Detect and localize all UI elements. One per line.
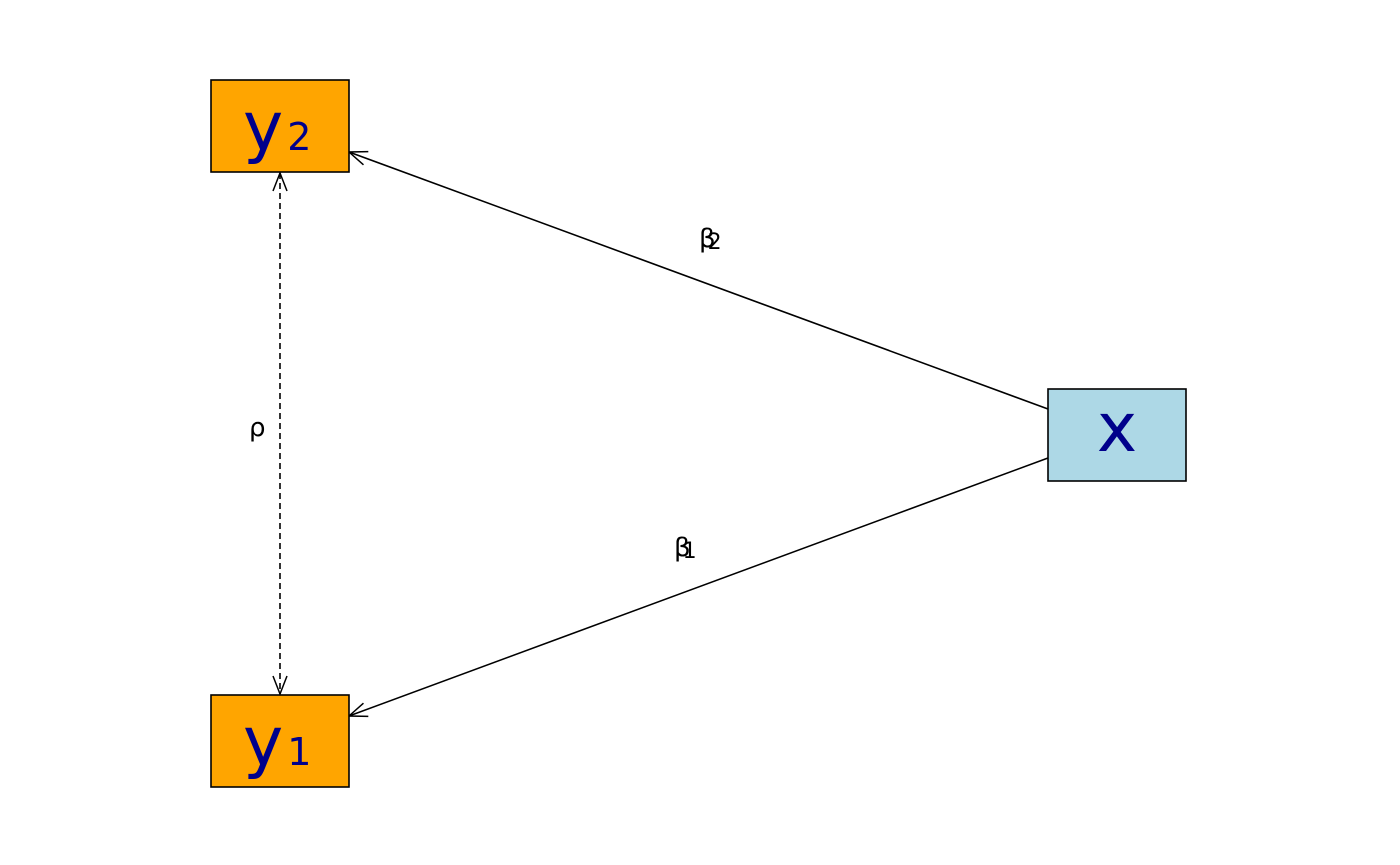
svg-text:y2: y2 <box>243 88 311 167</box>
edge-x-to-y2 <box>349 152 1049 410</box>
beta2-label: β2 <box>699 224 722 255</box>
svg-text:y1: y1 <box>243 703 311 782</box>
node-x: x <box>1047 388 1187 482</box>
svg-text:x: x <box>1097 389 1137 468</box>
edge-x-to-y1 <box>349 457 1049 716</box>
beta1-label: β1 <box>674 533 697 564</box>
rho-label: ρ <box>249 413 266 443</box>
